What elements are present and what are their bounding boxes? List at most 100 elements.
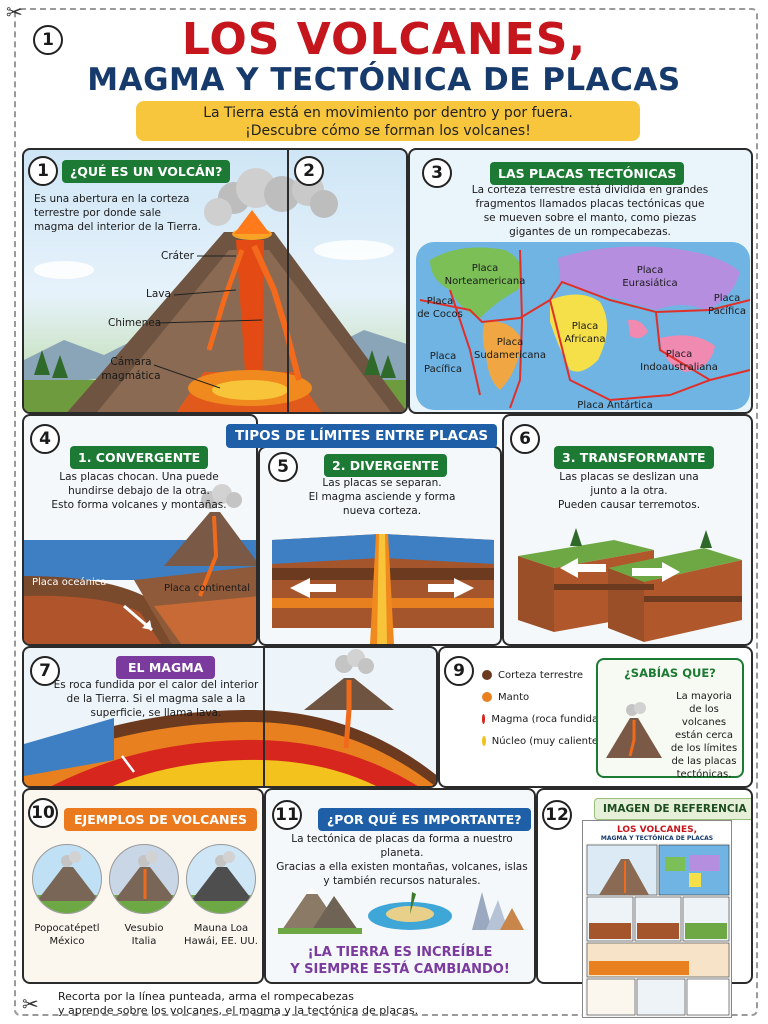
legend-label: Núcleo (muy caliente) [491, 735, 602, 747]
fact-text: La mayoria de los volcanes están cerca d… [666, 690, 742, 781]
mini-title-1: LOS VOLCANES, [616, 825, 698, 835]
plate-label-cocos: Placa de Cocos [410, 295, 470, 321]
legend-item: Núcleo (muy caliente) [482, 732, 602, 750]
piece-number-4: 4 [30, 424, 60, 454]
fact-line-5: de las placas [671, 756, 737, 767]
scissors-icon: ✂ [6, 0, 23, 24]
reference-thumbnail: LOS VOLCANES, MAGMA Y TECTÓNICA DE PLACA… [582, 820, 732, 1018]
divergent-text: Las placas se separan. El magma asciende… [280, 476, 484, 518]
magma-line-1: Es roca fundida por el calor del interio… [53, 679, 259, 691]
plate-label-african-line-2: Africana [564, 334, 606, 345]
piece-number-2: 2 [294, 156, 324, 186]
legend-label: Manto [498, 691, 530, 703]
importance-closing: ¡LA TIERRA ES INCREÍBLE Y SIEMPRE ESTÁ C… [266, 944, 534, 978]
plate-label-antarctic: Placa Antártica [577, 400, 653, 411]
what-is-volcano-title: ¿QUÉ ES UN VOLCÁN? [62, 160, 231, 183]
transform-line-3: Pueden causar terremotos. [557, 499, 701, 511]
plate-label-cocos-line-2: de Cocos [417, 309, 463, 320]
plate-label-eurasian-line-1: Placa [636, 265, 664, 276]
piece-number-7: 7 [30, 656, 60, 686]
volcano-example-name: Vesubio [124, 923, 164, 934]
importance-line-1: La tectónica de placas da forma a nuestr… [291, 833, 513, 859]
examples-title: EJEMPLOS DE VOLCANES [64, 808, 257, 831]
tectonic-plates-line-4: gigantes de un rompecabezas. [509, 226, 671, 238]
volcano-example-place: Hawái, EE. UU. [184, 936, 258, 947]
magma-line-2: de la Tierra. Si el magma sale a la [66, 693, 246, 705]
convergent-text: Las placas chocan. Una puede hundirse de… [34, 470, 244, 512]
plate-label-pacific-right: Placa Pacífica [700, 292, 751, 318]
label-chimenea: Chimenea [108, 317, 162, 329]
plate-label-north-american-line-2: Norteamericana [444, 276, 526, 287]
tectonic-plates-title: LAS PLACAS TECTÓNICAS [490, 162, 685, 185]
piece-4-convergent: 4 1. CONVERGENTE Las placas chocan. Una … [22, 414, 258, 646]
footer-line-2: y aprende sobre los volcanes, el magma y… [58, 1004, 419, 1017]
cut-line [14, 8, 758, 1016]
plate-label-indo-australian-line-1: Placa [665, 349, 693, 360]
divergent-line-1: Las placas se separan. [322, 477, 442, 489]
volcano-example-place: México [49, 936, 85, 947]
volcano-example-picture [109, 844, 179, 914]
legend-swatch [482, 736, 486, 746]
magma-title: EL MAGMA [116, 656, 216, 679]
transform-title: 3. TRANSFORMANTE [554, 446, 714, 469]
importance-title: ¿POR QUÉ ES IMPORTANTE? [318, 808, 531, 831]
closing-line-2: Y SIEMPRE ESTÁ CAMBIANDO! [290, 962, 510, 977]
piece-3-plates: 3 LAS PLACAS TECTÓNICAS La corteza terre… [408, 148, 753, 414]
footer-line-1: Recorta por la línea punteada, arma el r… [58, 990, 354, 1003]
label-magma-chamber-line-1: Cámara [110, 356, 152, 368]
tectonic-plates-line-1: La corteza terrestre está dividida en gr… [471, 184, 709, 196]
volcano-example-name: Mauna Loa [193, 923, 249, 934]
importance-line-2: Gracias a ella existen montañas, volcane… [276, 861, 528, 873]
label-oceanic-plate: Placa oceánica [32, 577, 107, 588]
magma-line-3: superficie, se llama lava. [90, 707, 222, 719]
what-is-volcano-line-2: terrestre por donde sale [34, 207, 161, 219]
plate-label-pacific-left-line-2: Pacífica [424, 364, 462, 375]
what-is-volcano-line-3: magma del interior de la Tierra. [34, 221, 202, 233]
transform-line-2: junto a la otra. [590, 485, 668, 497]
puzzle-number: 1 [33, 25, 63, 55]
tectonic-plates-text: La corteza terrestre está dividida en gr… [450, 183, 730, 239]
label-crater: Cráter [161, 250, 194, 262]
plate-label-cocos-line-1: Placa [426, 296, 454, 307]
legend-item: Corteza terrestre [482, 666, 602, 684]
piece-6-transform: 6 3. TRANSFORMANTE Las placas se desliza… [502, 414, 753, 646]
volcano-example-name: Popocatépetl [34, 923, 100, 934]
plate-label-indo-australian-line-2: Indoaustraliana [640, 362, 718, 373]
volcano-example-picture [186, 844, 256, 914]
volcano-illustration [24, 150, 406, 412]
plate-label-indo-australian: Placa Indoaustraliana [634, 348, 724, 374]
label-magma-chamber: Cámara magmática [96, 355, 166, 383]
boundary-types-title: TIPOS DE LÍMITES ENTRE PLACAS [226, 424, 498, 448]
plate-label-eurasian: Placa Eurasiática [610, 264, 690, 290]
legend-swatch [482, 692, 492, 702]
plate-label-african: Placa Africana [550, 320, 620, 346]
world-plates-map [416, 242, 751, 410]
legend-item: Magma (roca fundida) [482, 710, 602, 728]
piece-number-1: 1 [28, 156, 58, 186]
tectonic-plates-line-2: fragmentos llamados placas tectónicas qu… [475, 198, 705, 210]
legend-label: Magma (roca fundida) [491, 713, 602, 725]
footer-instructions: Recorta por la línea punteada, arma el r… [58, 990, 418, 1018]
piece-7-magma: 7 EL MAGMA Es roca fundida por el calor … [22, 646, 438, 788]
magma-cross-section [24, 648, 436, 786]
label-continental-plate: Placa continental [164, 583, 251, 594]
plate-label-north-american: Placa Norteamericana [440, 262, 530, 288]
plate-label-pacific-right-line-2: Pacífica [708, 306, 746, 317]
convergent-diagram [24, 484, 256, 644]
plate-label-north-american-line-1: Placa [471, 263, 499, 274]
page-title: LOS VOLCANES, [181, 14, 587, 65]
piece-1-volcano: 1 ¿QUÉ ES UN VOLCÁN? Es una abertura en … [22, 148, 408, 414]
fact-box: ¿SABÍAS QUE? La mayoria de los volcanes … [596, 658, 744, 781]
banner-line-2: ¡Descubre cómo se forman los volcanes! [245, 123, 531, 139]
fact-line-3: están cerca [674, 730, 734, 741]
importance-text: La tectónica de placas da forma a nuestr… [272, 832, 532, 888]
plate-label-pacific-left: Placa Pacífica [416, 350, 470, 376]
importance-line-3: y también recursos naturales. [323, 875, 481, 887]
divergent-title: 2. DIVERGENTE [324, 454, 447, 477]
label-magma-chamber-line-2: magmática [101, 370, 161, 382]
label-lava: Lava [146, 288, 171, 300]
